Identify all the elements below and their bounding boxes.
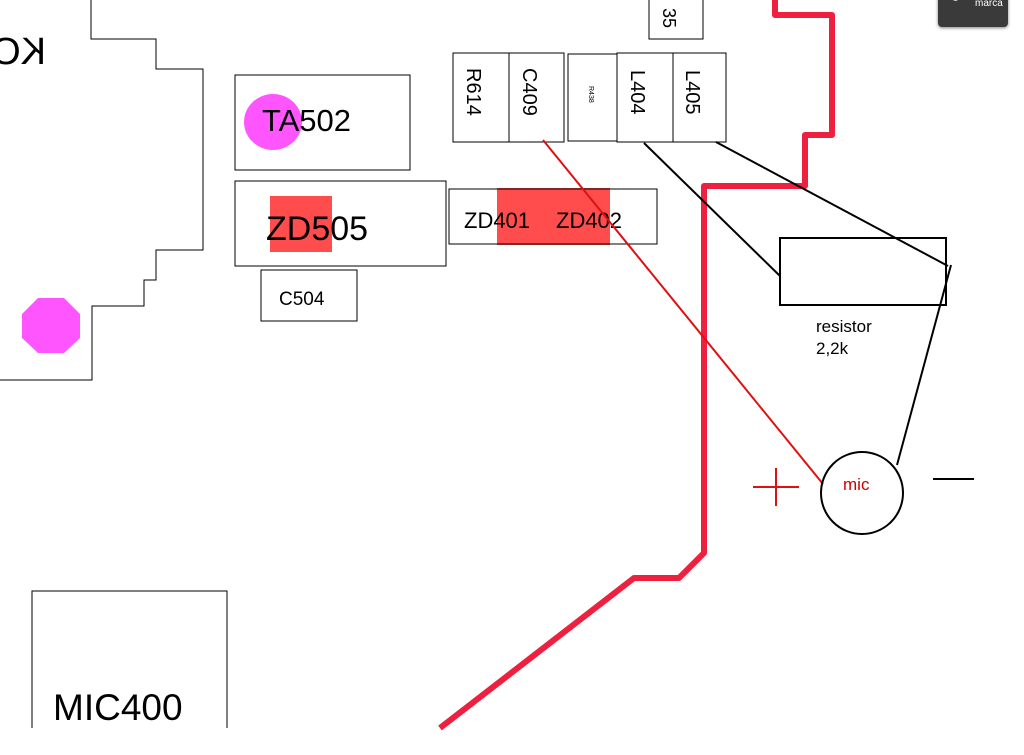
wire-l405-resistor [715,141,949,267]
mic-label: mic [843,475,870,494]
highlight-zd505 [270,196,332,252]
label-r438: R438 [587,86,594,103]
label-35: 35 [659,8,679,28]
label-zd402: ZD402 [556,208,622,233]
wire-resistor-mic [896,264,952,466]
component-mic400-box [31,590,228,728]
badge-text: marca [975,0,1003,9]
component-zd505-box [234,180,447,267]
pad-left [22,298,80,353]
resistor-name-label: resistor [816,317,872,336]
board-outline [0,0,204,381]
wire-l404-resistor [643,142,781,277]
component-ta502-box [234,74,411,171]
wire-c409-mic [542,139,824,485]
label-l405: L405 [681,70,703,115]
label-ko: KO [0,31,46,73]
label-zd401: ZD401 [464,208,530,233]
component-35-box [648,0,704,40]
resistor-value-label: 2,2k [816,339,849,358]
overlay-badge[interactable]: marca [938,0,1008,27]
label-zd505: ZD505 [266,210,368,248]
label-c504: C504 [279,289,325,310]
mic-symbol [820,451,904,535]
component-c409-box [508,52,565,143]
label-c409: C409 [518,68,540,116]
resistor-body [779,237,947,306]
component-l405-box [672,52,727,143]
copper-trace [438,0,835,731]
highlight-zd401-zd402 [497,188,610,245]
component-c504-box [260,269,358,322]
label-ta502: TA502 [262,103,351,138]
label-l404: L404 [626,70,648,115]
label-r614: R614 [462,68,484,116]
badge-dot-icon [952,0,959,1]
pad-ta502 [244,94,302,150]
component-zd401-zd402-box [448,188,658,245]
label-mic400: MIC400 [53,687,183,728]
